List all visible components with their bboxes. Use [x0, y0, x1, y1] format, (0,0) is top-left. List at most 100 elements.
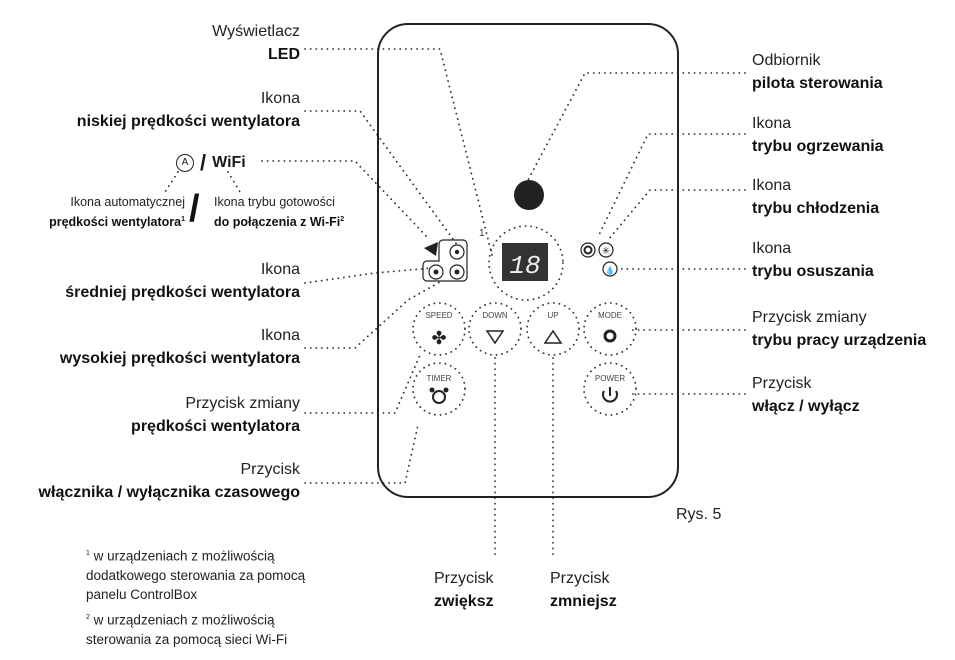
label-line2: LED [268, 46, 300, 63]
label-mid-fan: Ikona średniej prędkości wentylatora [65, 258, 300, 304]
down-button[interactable]: DOWN [482, 311, 508, 345]
label-dry-mode: Ikona trybu osuszania [752, 237, 874, 283]
label-line1: Przycisk [550, 570, 610, 587]
leader-speed [304, 354, 421, 414]
mode-ring [583, 302, 637, 356]
label-line2: niskiej prędkości wentylatora [76, 113, 300, 130]
timer-ring [412, 362, 466, 416]
label-line2: do połączenia z Wi-Fi2 [214, 215, 345, 230]
label-wifi-standby: Ikona trybu gotowości do połączenia z Wi… [214, 193, 344, 231]
speed-button[interactable]: SPEED ✤ [425, 311, 452, 348]
wifi-label: WiFi [212, 154, 246, 171]
power-button[interactable]: POWER [595, 374, 625, 403]
leader-mid-fan [304, 267, 433, 284]
footnote-text: sterowania za pomocą sieci Wi-Fi [86, 631, 288, 647]
footnote-ref: 2 [86, 614, 90, 621]
label-line1: Przycisk zmiany [752, 309, 867, 326]
svg-text:SPEED: SPEED [425, 311, 452, 320]
leader-timer [304, 424, 419, 484]
leader-led [304, 48, 493, 256]
footnote-2: 2 w urządzeniach z możliwością sterowani… [86, 608, 287, 649]
label-down-button: Przycisk zmniejsz [550, 567, 617, 613]
svg-text:MODE: MODE [598, 311, 622, 320]
heating-icon [580, 242, 596, 258]
label-line2: wysokiej prędkości wentylatora [59, 350, 300, 367]
label-line1: Wyświetlacz [212, 23, 300, 40]
label-line1: Przycisk [752, 375, 812, 392]
label-line2: trybu osuszania [752, 263, 874, 280]
label-line1: Ikona automatycznej [70, 195, 185, 209]
fan-icon-group [422, 239, 468, 282]
label-line1: Ikona [260, 327, 300, 344]
ir-receiver-icon [514, 180, 544, 210]
label-line2: prędkości wentylatora1 [49, 215, 185, 230]
label-line1: Ikona trybu gotowości [214, 195, 335, 209]
label-line1: Przycisk [434, 570, 494, 587]
label-line2: zwiększ [434, 593, 494, 610]
leader-high-fan [304, 281, 441, 349]
svg-text:💧: 💧 [605, 265, 615, 275]
auto-arrow-icon [424, 242, 438, 256]
timer-button[interactable]: TIMER [427, 374, 452, 404]
label-line1: Odbiornik [752, 52, 821, 69]
up-button[interactable]: UP [543, 311, 563, 344]
label-timer-button: Przycisk włącznika / wyłącznika czasoweg… [39, 458, 300, 504]
label-line1: Ikona [752, 240, 792, 257]
leader-cooling [607, 189, 746, 241]
label-line1: Ikona [260, 261, 300, 278]
label-line2: włącznika / wyłącznika czasowego [38, 484, 300, 501]
label-line2: trybu chłodzenia [752, 200, 880, 217]
label-mode-button: Przycisk zmiany trybu pracy urządzenia [752, 306, 926, 352]
speed-ring [412, 302, 466, 356]
figure-caption: Rys. 5 [676, 506, 722, 523]
footnote-ref: 1 [86, 550, 90, 557]
leader-wifi-sub [227, 171, 241, 193]
label-low-fan: Ikona niskiej prędkości wentylatora [77, 87, 300, 133]
label-remote-receiver: Odbiornik pilota sterowania [752, 49, 883, 95]
label-line2: trybu ogrzewania [752, 138, 884, 155]
up-triangle-icon [543, 329, 563, 344]
label-led-display: Wyświetlacz LED [212, 20, 300, 66]
label-line2: prędkości wentylatora [131, 418, 300, 435]
down-triangle-icon [485, 330, 505, 345]
svg-text:UP: UP [547, 311, 558, 320]
label-line1: Ikona [260, 90, 300, 107]
label-line2: średniej prędkości wentylatora [65, 284, 300, 301]
label-auto-fan: Ikona automatycznej prędkości wentylator… [49, 193, 185, 231]
slash: / [200, 150, 207, 175]
up-ring [526, 302, 580, 356]
label-up-button: Przycisk zwiększ [434, 567, 494, 613]
label-line2: trybu pracy urządzenia [752, 332, 927, 349]
leader-receiver [527, 72, 746, 181]
down-ring [468, 302, 522, 356]
footnote-text: dodatkowego sterowania za pomocą [86, 567, 306, 583]
label-line1: Ikona [752, 177, 792, 194]
svg-text:✳: ✳ [602, 246, 610, 257]
mode-icon [603, 329, 617, 343]
mode-button[interactable]: MODE [598, 311, 622, 343]
svg-text:POWER: POWER [595, 374, 625, 383]
power-icon [602, 390, 618, 403]
label-power-button: Przycisk włącz / wyłącz [752, 372, 860, 418]
label-line1: Przycisk zmiany [185, 395, 300, 412]
low-fan-icon [449, 244, 465, 260]
label-speed-button: Przycisk zmiany prędkości wentylatora [131, 392, 300, 438]
dry-icon [602, 261, 618, 277]
label-cooling-mode: Ikona trybu chłodzenia [752, 174, 879, 220]
auto-wifi-header: A / WiFi [176, 150, 246, 176]
auto-symbol-icon: A [176, 154, 194, 172]
mid-fan-icon [428, 264, 444, 280]
label-heating-mode: Ikona trybu ogrzewania [752, 112, 884, 158]
high-fan-icon [449, 264, 465, 280]
group-separator-slash: / [189, 188, 200, 230]
fan-icon: ✤ [431, 328, 446, 348]
label-high-fan: Ikona wysokiej prędkości wentylatora [60, 324, 300, 370]
leader-auto-sub [164, 171, 179, 193]
label-line1: Przycisk [240, 461, 300, 478]
label-line2: włącz / wyłącz [752, 398, 860, 415]
footnote-text: w urządzeniach z możliwością [93, 548, 275, 564]
cooling-icon [598, 242, 614, 258]
label-line2: pilota sterowania [752, 75, 883, 92]
led-display [502, 243, 548, 281]
